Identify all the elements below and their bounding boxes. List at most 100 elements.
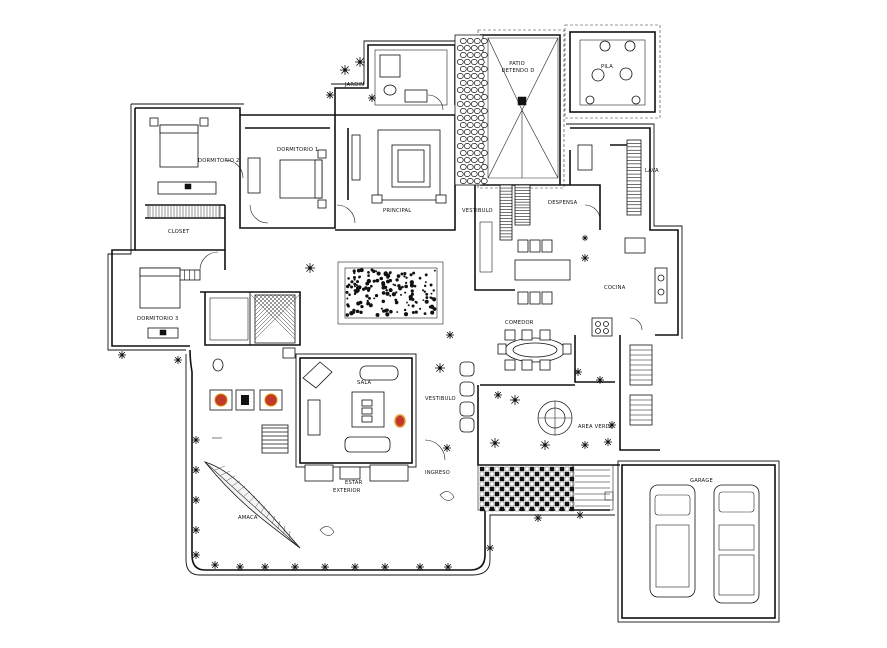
entry-tile xyxy=(549,496,555,502)
garden-foliage xyxy=(394,284,397,287)
stone xyxy=(459,38,467,44)
entry-tile xyxy=(569,466,575,472)
entry-tile xyxy=(549,486,555,492)
entry-tile xyxy=(504,476,510,482)
garden-foliage xyxy=(407,304,410,307)
entry-tile xyxy=(504,501,510,507)
garden-foliage xyxy=(409,283,412,286)
plant xyxy=(192,526,200,534)
entry-tile xyxy=(549,506,555,512)
entry-tile xyxy=(519,506,525,512)
plant xyxy=(291,563,299,571)
entry-tile xyxy=(539,466,545,472)
entry-tile xyxy=(494,471,500,477)
entry-tile xyxy=(569,501,575,507)
entry-tile xyxy=(524,491,530,497)
stone xyxy=(477,73,485,79)
stone xyxy=(456,73,464,79)
entry-tile xyxy=(479,481,485,487)
hatch-line xyxy=(254,294,296,336)
garden-foliage xyxy=(357,285,362,290)
garden-foliage xyxy=(350,285,354,289)
entry-tile xyxy=(514,486,520,492)
garden-foliage xyxy=(424,273,428,277)
entry-tile xyxy=(544,491,550,497)
stone xyxy=(463,87,471,93)
stone xyxy=(466,52,474,58)
garden-foliage xyxy=(408,294,413,300)
entry-tile xyxy=(524,486,530,492)
garden-foliage xyxy=(389,288,393,292)
doors xyxy=(199,94,643,461)
garden-foliage xyxy=(424,299,429,304)
plant-core xyxy=(493,441,497,445)
stone xyxy=(456,45,464,51)
stone xyxy=(477,45,485,51)
garden-foliage xyxy=(422,299,425,302)
garden-foliage xyxy=(352,311,356,314)
garden-foliage xyxy=(397,284,401,288)
garden-foliage xyxy=(411,304,415,308)
entry-tile xyxy=(499,491,505,497)
hammock-net xyxy=(254,500,261,508)
plant-core xyxy=(323,565,327,569)
stone xyxy=(473,66,481,72)
pila-fixtures xyxy=(579,39,646,106)
area-verde-tree xyxy=(537,400,573,436)
entry-tile xyxy=(479,486,485,492)
stone xyxy=(480,52,488,58)
garden-foliage xyxy=(425,296,429,299)
plant-core xyxy=(543,443,547,447)
garden-foliage xyxy=(403,312,409,317)
entry-tile xyxy=(519,471,525,477)
stone xyxy=(477,157,485,163)
stone xyxy=(459,150,467,156)
plant-core xyxy=(536,516,540,520)
dining-set xyxy=(497,329,572,371)
plant xyxy=(582,235,588,241)
entry-tile xyxy=(539,476,545,482)
entry-tile xyxy=(529,481,535,487)
garden-foliage xyxy=(412,271,416,275)
garden-foliage xyxy=(379,276,383,281)
entry-tile xyxy=(544,506,550,512)
label-patio-2: DETENDO D xyxy=(501,68,534,74)
hatch-line xyxy=(250,294,296,340)
garden-foliage xyxy=(346,297,349,300)
entry-tile xyxy=(499,476,505,482)
entry-tile xyxy=(529,471,535,477)
garden-foliage xyxy=(422,289,425,292)
label-dormitorio-2: DORMITORIO 2 xyxy=(198,158,240,164)
plant-core xyxy=(194,468,198,472)
garden-foliage xyxy=(345,290,349,294)
entry-tile xyxy=(539,471,545,477)
entry-tile xyxy=(504,471,510,477)
garden-foliage xyxy=(411,311,415,315)
garden-foliage xyxy=(359,310,363,315)
plant-core xyxy=(583,256,587,260)
garden-foliage xyxy=(374,293,379,298)
stone xyxy=(473,150,481,156)
entry-tile xyxy=(564,501,570,507)
entry-tile xyxy=(569,486,575,492)
stone xyxy=(470,171,478,177)
entry-tile xyxy=(564,486,570,492)
entry-tile xyxy=(534,471,540,477)
plant xyxy=(236,563,244,571)
entry-tile xyxy=(554,506,560,512)
entry-tile xyxy=(494,486,500,492)
entry-tile xyxy=(489,501,495,507)
hammock-net xyxy=(226,475,236,481)
garden-foliage xyxy=(375,278,380,283)
label-amaca: AMACA xyxy=(238,515,258,521)
entry-tile xyxy=(519,486,525,492)
stone xyxy=(473,108,481,114)
plant xyxy=(604,438,612,446)
entry-tile xyxy=(529,466,535,472)
label-principal: PRINCIPAL xyxy=(383,208,411,214)
entry-tile xyxy=(529,491,535,497)
entry-tile xyxy=(549,476,555,482)
stone xyxy=(459,52,467,58)
exterior-walls xyxy=(107,24,780,623)
